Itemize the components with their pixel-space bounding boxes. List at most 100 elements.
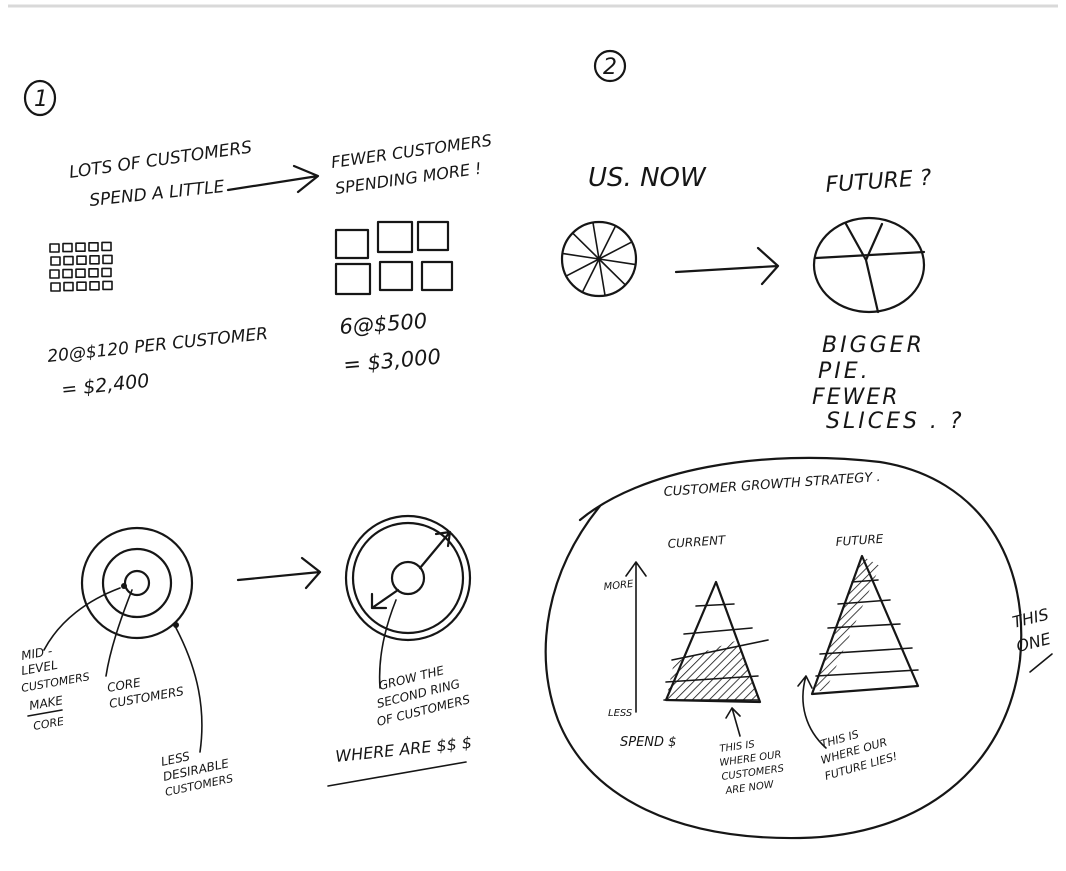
less-desirable-pointer [175,627,203,753]
small-square [75,242,86,252]
middle-ring-right [351,521,465,635]
panel-2-number: 2 [603,55,617,80]
mid-level-line-5: CORE [32,715,65,733]
panel-3: MID - LEVEL CUSTOMERS MAKE CORE CORE CUS… [20,514,473,799]
small-square [63,255,74,266]
current-note-pointer [725,707,741,737]
small-square [76,281,87,292]
current-triangle [663,580,769,704]
future-note-pointer [797,675,827,749]
future-label: FUTURE ? [825,166,933,198]
pie-slice-line [592,221,600,260]
small-square [50,282,61,292]
pie-slice-line [571,232,600,260]
axis-more: MORE [603,579,634,593]
axis-spend: SPEND $ [620,735,676,750]
spend-axis [625,561,647,713]
mid-level-pointer [43,587,121,651]
core-ring-right [390,560,426,596]
core-pointer [105,589,133,677]
left-calc-line-2: = $2,400 [60,370,150,401]
margin-note-line-1: THIS [1010,605,1050,632]
mid-level-dot [121,583,127,589]
current-note-line-1: THIS IS [719,739,756,755]
small-square [101,267,112,278]
middle-ring-left [101,547,173,619]
pie-arrow [674,246,780,286]
small-squares-grid [49,241,113,292]
where-underline [327,761,467,787]
small-square [102,254,113,265]
panel-4: CUSTOMER GROWTH STRATEGY . CURRENT FUTUR… [544,456,1053,840]
panel-1-arrow [226,164,320,194]
current-note-line-4: ARE NOW [724,779,776,797]
mid-level-line-1: MID - [20,644,53,663]
large-square [378,260,414,292]
pie-slice-line [598,258,637,266]
pie-slice-line [565,258,600,277]
bigger-pie-line-1: BIGGER [822,333,925,358]
pie-slice-line [598,241,633,260]
core-label-line-1: CORE [106,675,142,695]
make-underline [27,709,63,717]
large-squares-grid [334,220,454,296]
small-square [89,280,100,291]
future-triangle [810,554,920,696]
ring-arrow [236,556,322,590]
panel-1: 1 LOTS OF CUSTOMERS SPEND A LITTLE FEWER… [23,79,493,401]
left-calc-line-1: 20@$120 PER CUSTOMER [46,324,268,367]
small-square [102,280,113,291]
small-square [49,243,60,253]
pie-slice-line [561,252,600,260]
pie-slice-line [598,225,617,260]
bigger-pie-line-2: PIE. [818,359,871,384]
grow-pointer [378,599,397,689]
small-square [50,256,61,266]
many-slice-pie [560,220,638,298]
panel-1-number-circle [23,79,57,117]
small-square [62,242,73,253]
right-calc-line-2: = $3,000 [342,345,441,377]
small-square [76,255,87,266]
core-ring-left [123,569,151,597]
strategy-blob [544,456,1023,840]
panel-1-number: 1 [34,87,48,112]
panel-2: 2 US. NOW FUTURE ? BIGGER PIE. FEWER SLI… [560,49,965,434]
few-slice-pie [812,216,926,314]
large-square [334,262,372,296]
small-square [49,269,60,279]
margin-note-underline [1029,653,1053,673]
small-square [88,267,99,278]
where-are-label: WHERE ARE $$ $ [334,733,472,766]
current-shaded-region [666,640,760,702]
panel-2-number-circle [593,49,627,83]
bigger-pie-line-3: FEWER [812,385,900,410]
bigger-pie-line-4: SLICES . ? [826,409,965,434]
small-square [88,242,99,252]
large-square [420,260,454,292]
pie-slice-line [598,258,627,286]
lots-customers-line-2: SPEND A LITTLE [88,177,225,211]
small-square [62,268,73,279]
expand-arrow-down [370,588,400,610]
strategy-title: CUSTOMER GROWTH STRATEGY . [663,470,881,500]
large-square [334,228,370,260]
outer-ring-right [344,514,472,642]
less-desirable-line-1: LESS [160,749,192,769]
outer-ring-left [80,526,194,640]
small-square [63,281,74,292]
large-square [416,220,450,252]
small-square [75,268,86,279]
large-square [376,220,414,254]
less-desirable-dot [173,622,179,628]
expand-arrow-up [418,530,452,570]
axis-less: LESS [608,708,633,719]
current-label: CURRENT [667,533,727,551]
small-square [89,255,100,265]
future-shaded-region [814,556,880,692]
mid-level-line-4: MAKE [28,693,64,713]
lots-customers-line-1: LOTS OF CUSTOMERS [68,137,254,182]
future-strategy-label: FUTURE [835,532,884,549]
